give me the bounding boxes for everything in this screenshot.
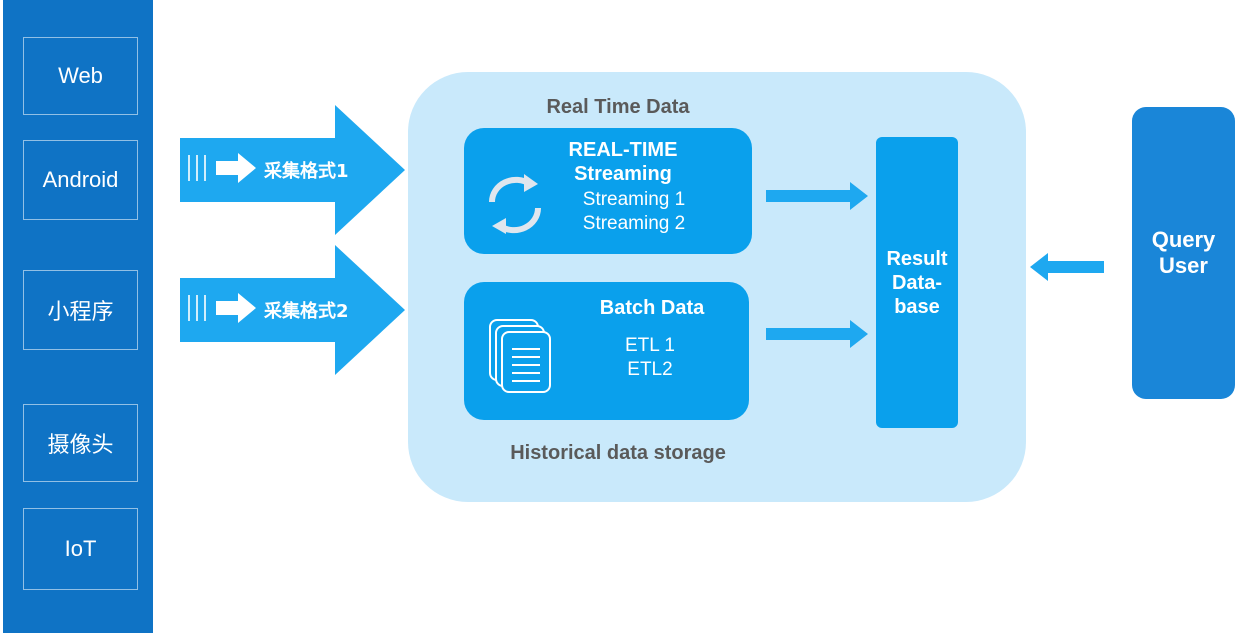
stream-to-result-arrow [766, 182, 868, 210]
streaming-title-line2: Streaming [574, 163, 672, 185]
ingest-arrow-2 [180, 245, 405, 375]
panel-title-realtime: Real Time Data [546, 96, 690, 118]
ingest-arrow-1 [180, 105, 405, 235]
query-line1: Query [1151, 227, 1216, 252]
batch-title: Batch Data [599, 297, 705, 319]
result-line1: Result [886, 247, 948, 270]
ingest-label-2: 采集格式2 [264, 301, 349, 322]
batch-item: ETL2 [627, 359, 673, 380]
streaming-card[interactable]: REAL-TIME Streaming Streaming 1 Streamin… [464, 128, 752, 254]
batch-card[interactable]: Batch Data ETL 1 ETL2 [464, 282, 749, 420]
streaming-item: Streaming 1 [582, 189, 686, 210]
source-camera[interactable]: 摄像头 [23, 404, 138, 482]
result-line2: Data- [891, 271, 942, 294]
source-iot[interactable]: IoT [23, 508, 138, 590]
source-sidebar: Web Android 小程序 摄像头 IoT [3, 0, 153, 633]
source-android[interactable]: Android [23, 140, 138, 220]
small-arrow-icon [216, 293, 256, 323]
streaming-title-line1: REAL-TIME [568, 139, 678, 161]
streaming-item: Streaming 2 [582, 213, 686, 234]
result-database[interactable]: Result Data- base [876, 137, 958, 428]
documents-icon [489, 319, 551, 393]
refresh-icon [488, 174, 542, 234]
result-line3: base [894, 295, 940, 318]
source-web[interactable]: Web [23, 37, 138, 115]
query-user-box[interactable]: Query User [1132, 107, 1235, 399]
batch-item: ETL 1 [625, 335, 675, 356]
panel-title-historical: Historical data storage [510, 442, 726, 464]
source-mini-program[interactable]: 小程序 [23, 270, 138, 350]
batch-to-result-arrow [766, 320, 868, 348]
ingest-label-1: 采集格式1 [264, 161, 349, 182]
query-to-result-arrow [1030, 253, 1104, 281]
query-line2: User [1159, 253, 1208, 278]
small-arrow-icon [216, 153, 256, 183]
